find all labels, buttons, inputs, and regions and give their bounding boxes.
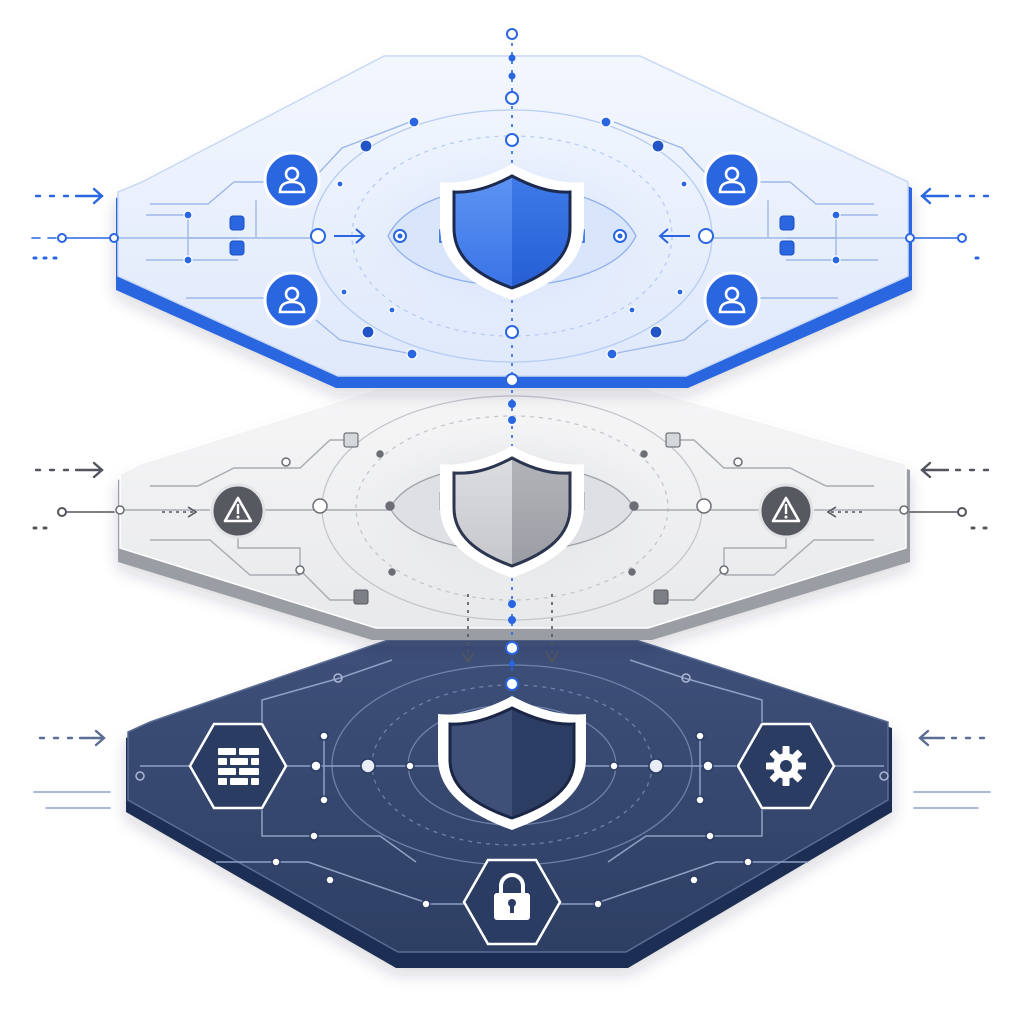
warning-icon [223,496,253,523]
infrastructure-layer [126,639,892,968]
identity-center-dots [397,233,623,239]
user-icon [718,286,746,314]
arrow-icon [34,187,104,205]
down-arrows [461,594,559,664]
outer-inputs-right [909,187,991,809]
user-node-bottom-left [263,271,321,329]
outer-inputs-left [31,187,115,809]
user-icon [278,286,306,314]
warning-icon [771,496,801,523]
firewall-node [188,722,288,810]
identity-nodes [183,116,841,360]
monitoring-circuits [120,439,904,601]
user-node-top-right [703,151,761,209]
user-node-top-left [263,151,321,209]
identity-ring-nodes [109,228,915,244]
lock-icon [494,873,530,920]
warning-node-right [758,483,814,539]
identity-inner-arrows [334,228,690,244]
user-icon [278,166,306,194]
arrow-icon [38,729,106,747]
gear-node [736,722,836,810]
gear-icon [766,746,806,786]
firewall-icon [218,748,259,785]
arrow-icon [920,187,990,205]
monitoring-inner-arrows [162,506,862,518]
infrastructure-shield-icon [438,696,586,830]
arrow-icon [34,461,104,479]
warning-node-left [210,483,266,539]
identity-shield-icon [440,164,584,300]
monitoring-chips [343,432,681,605]
identity-circuits [116,121,908,355]
identity-layer [109,55,915,388]
vertical-connector [505,28,519,696]
identity-chips [229,215,795,256]
user-node-bottom-right [703,271,761,329]
user-icon [718,166,746,194]
arrow-icon [920,461,990,479]
monitoring-nodes [115,450,909,576]
lock-node [462,858,562,946]
monitoring-shield-icon [440,446,584,578]
infrastructure-nodes [135,673,889,909]
monitoring-layer [115,387,910,640]
arrow-icon [918,729,986,747]
